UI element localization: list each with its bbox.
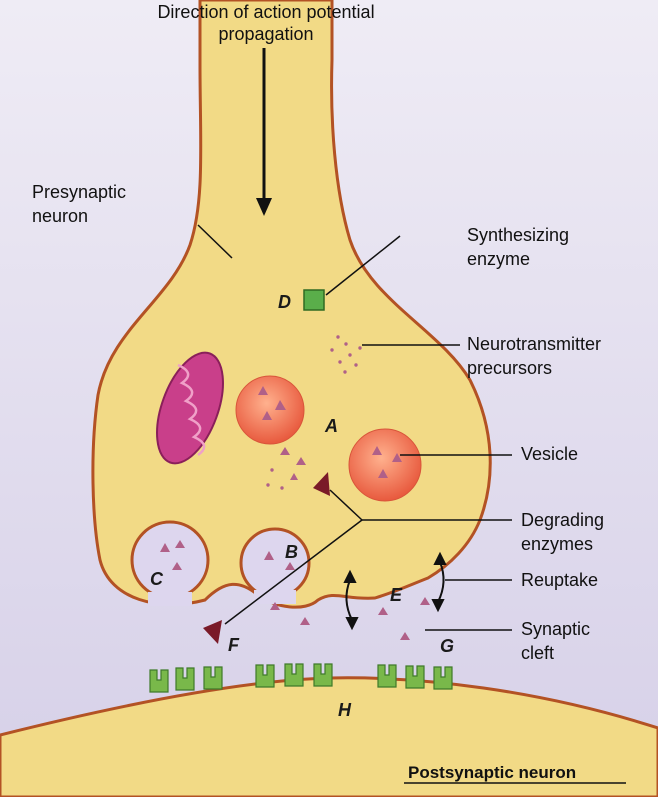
label-letter-d: D	[278, 292, 291, 312]
cleft-label-line2: cleft	[521, 643, 554, 663]
presynaptic-label-line1: Presynaptic	[32, 182, 126, 202]
label-letter-h: H	[338, 700, 352, 720]
receptor	[313, 663, 333, 687]
direction-arrow	[256, 48, 272, 216]
degrading-label-line2: enzymes	[521, 534, 593, 554]
direction-label-line1: Direction of action potential	[157, 2, 374, 22]
receptor	[149, 669, 169, 693]
precursors-label-line2: precursors	[467, 358, 552, 378]
synthesizing-label-line2: enzyme	[467, 249, 530, 269]
synthesizing-label-line1: Synthesizing	[467, 225, 569, 245]
postsynaptic-label: Postsynaptic neuron	[408, 763, 576, 782]
receptor	[175, 667, 195, 691]
receptor	[377, 664, 397, 688]
leader-lines	[197, 224, 512, 631]
label-letter-g: G	[440, 636, 454, 656]
reuptake-arrows	[343, 551, 447, 631]
degrading-enzyme-f	[203, 620, 222, 644]
label-letter-f: F	[228, 635, 240, 655]
mitochondrion	[156, 351, 224, 465]
label-letter-c: C	[150, 569, 164, 589]
precursors-label-line1: Neurotransmitter	[467, 334, 601, 354]
receptor	[255, 664, 275, 688]
receptor	[433, 666, 453, 690]
reuptake-label: Reuptake	[521, 570, 598, 590]
presynaptic-label-line2: neuron	[32, 206, 88, 226]
neurotransmitter-precursors	[266, 335, 362, 490]
degrading-label-line1: Degrading	[521, 510, 604, 530]
direction-label-line2: propagation	[218, 24, 313, 44]
label-letter-b: B	[285, 542, 298, 562]
cleft-label-line1: Synaptic	[521, 619, 590, 639]
vesicle-a	[235, 375, 305, 445]
vesicle-right	[348, 428, 422, 502]
degrading-enzyme-a	[313, 472, 330, 496]
receptor	[405, 665, 425, 689]
synthesizing-enzyme	[303, 289, 325, 311]
postsynaptic-neuron	[0, 676, 658, 797]
vesicle-label: Vesicle	[521, 444, 578, 464]
neurotransmitters	[160, 386, 430, 640]
label-letter-a: A	[324, 416, 338, 436]
vesicle-fused-c	[130, 520, 210, 600]
receptor	[203, 666, 223, 690]
receptor	[284, 663, 304, 687]
receptors	[149, 663, 453, 693]
label-letter-e: E	[390, 585, 403, 605]
